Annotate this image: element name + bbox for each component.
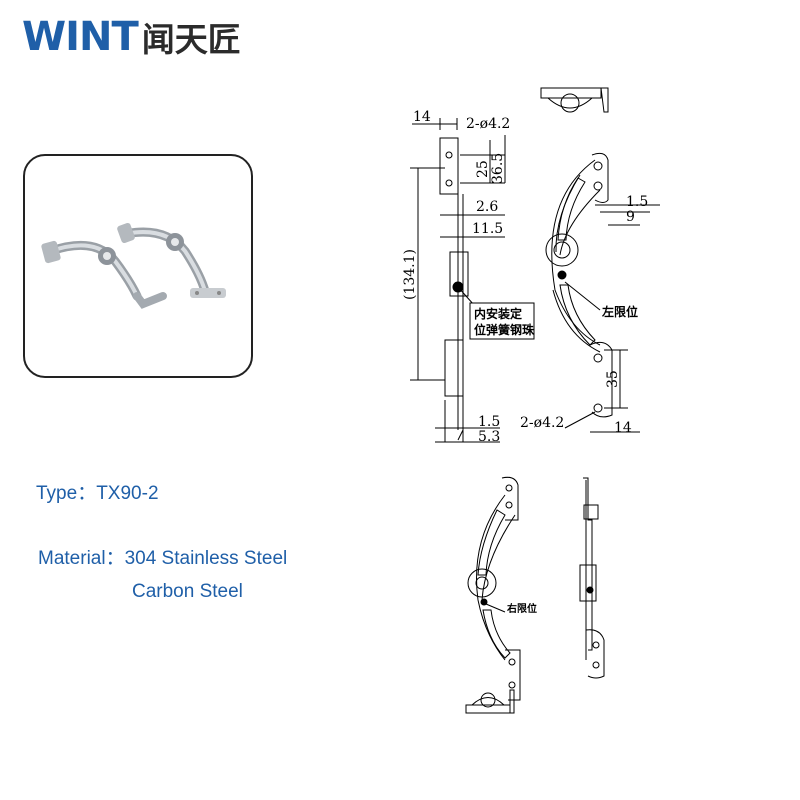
dim-2-6: 2.6 xyxy=(476,199,498,215)
note-left-limit: 左限位 xyxy=(601,304,638,319)
dim-1-5-right: 1.5 xyxy=(626,194,648,210)
dim-14-bottom: 14 xyxy=(614,420,632,436)
brand-logo: WINT 闻天匠 xyxy=(22,14,241,60)
dim-hole-bottom: 2-ø4.2 xyxy=(520,415,564,431)
brand-name-latin: WINT xyxy=(22,14,139,60)
dim-14-top: 14 xyxy=(413,109,431,125)
material-line: Material：304 Stainless Steel xyxy=(38,543,287,570)
brand-name-cjk: 闻天匠 xyxy=(141,20,241,59)
type-label: Type： xyxy=(36,483,97,504)
side-view xyxy=(410,118,506,443)
type-value: TX90-2 xyxy=(96,483,159,504)
dim-5-3: 5.3 xyxy=(478,429,500,445)
dim-hole-top: 2-ø4.2 xyxy=(466,116,510,132)
dim-134-1: (134.1) xyxy=(402,249,418,300)
note-right-limit: 右限位 xyxy=(506,602,537,615)
dim-1-5-bottom: 1.5 xyxy=(478,414,500,430)
note-box xyxy=(469,302,535,340)
dim-11-5: 11.5 xyxy=(472,221,503,237)
note-inner-line2: 位弹簧钢珠 xyxy=(474,322,535,337)
dim-35: 35 xyxy=(605,370,621,388)
dim-25: 25 xyxy=(475,160,491,178)
product-photo xyxy=(23,154,253,378)
bottom-front-view xyxy=(467,476,521,701)
product-photo-illustration xyxy=(41,222,226,309)
dim-36-5: 36.5 xyxy=(490,153,506,184)
material-value-2: Carbon Steel xyxy=(132,581,243,602)
material-value-1: 304 Stainless Steel xyxy=(124,548,288,569)
bottom-side-view xyxy=(579,477,605,679)
material-label: Material： xyxy=(38,548,125,569)
note-inner-line1: 内安装定 xyxy=(474,306,522,321)
type-line: Type：TX90-2 xyxy=(36,478,159,505)
front-view xyxy=(545,152,660,433)
bottom-view xyxy=(465,689,515,714)
dim-9: 9 xyxy=(626,209,635,225)
top-view xyxy=(540,87,609,113)
